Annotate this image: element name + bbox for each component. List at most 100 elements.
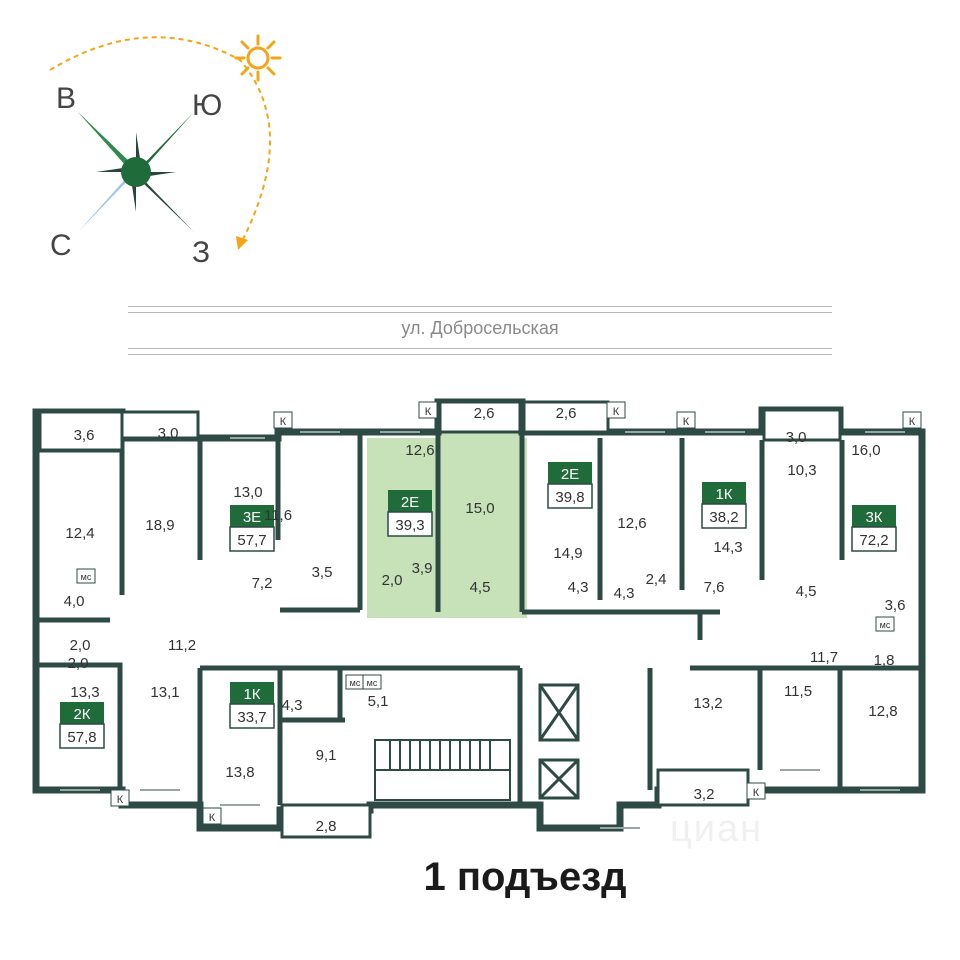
room-area: 3,5 [312,564,333,581]
room-area: 3,2 [694,786,715,803]
street-line [128,306,832,307]
room-area: 12,6 [617,515,646,532]
room-area: 4,0 [64,593,85,610]
room-area: 3,6 [74,427,95,444]
room-area: 12,8 [868,703,897,720]
room-area: 13,3 [70,684,99,701]
room-area: 10,3 [787,462,816,479]
apartment-area: 57,8 [67,729,96,746]
room-area: 2,6 [556,405,577,422]
entrance-title: 1 подъезд [423,855,627,899]
room-area: 13,1 [150,684,179,701]
apartment-area: 72,2 [859,532,888,549]
svg-text:К: К [209,812,216,824]
apartment-badge: 2Е 39,8 [547,462,593,509]
apartment-code: 2Е [401,494,419,511]
apartment-code: 1К [243,686,260,703]
apartment-area: 57,7 [237,532,266,549]
room-area: 5,1 [368,693,389,710]
watermark: циан [670,808,764,850]
room-area: 9,1 [316,747,337,764]
svg-text:мс: мс [350,678,361,688]
balcony-marker: К [746,782,766,800]
balcony-marker: К [606,401,626,419]
room-area: 4,3 [282,697,303,714]
balcony-marker: К [202,807,222,825]
apartment-badge: 3Е 57,7 [229,505,275,552]
room-area: 14,3 [713,539,742,556]
apartment-badge: 1К 38,2 [701,482,747,529]
svg-text:К: К [280,416,287,428]
room-area: 15,0 [465,500,494,517]
room-area: 11,6 [264,507,292,524]
room-area: 2,0 [70,637,91,654]
room-area: 11,7 [810,649,838,666]
room-area: 11,2 [168,637,196,654]
apartment-badge: 2Е 39,3 [387,490,433,537]
balconies [38,400,842,839]
apartment-badge: 1К 33,7 [229,682,275,729]
svg-text:К: К [613,406,620,418]
room-area: 3,0 [786,429,807,446]
bathroom-marker: мс [362,674,382,690]
room-area: 7,2 [252,575,273,592]
bathroom-marker: мс [76,568,96,584]
sun-icon [234,34,282,82]
balcony-marker: К [676,411,696,429]
apartment-code: 3Е [243,509,261,526]
room-area: 18,9 [145,517,174,534]
room-area: 7,6 [704,579,725,596]
sun-path-arc [49,36,271,246]
room-area: 3,0 [158,425,179,442]
svg-text:мс: мс [81,572,92,582]
sun-path-arrowhead [236,236,248,250]
room-area: 4,5 [796,583,817,600]
staircase [374,739,511,801]
room-area: 4,3 [568,579,589,596]
room-area: 3,9 [412,560,433,577]
interior-walls [36,432,922,805]
room-area: 12,4 [65,525,94,542]
compass-label-north: С [50,229,72,262]
svg-text:К: К [753,787,760,799]
apartment-area: 38,2 [709,509,738,526]
room-area: 4,5 [470,579,491,596]
apartment-area: 39,8 [555,489,584,506]
compass-label-east: В [56,82,76,115]
room-area: 2,8 [316,818,337,835]
room-area: 14,9 [553,545,582,562]
svg-text:К: К [425,406,432,418]
compass-label-south: Ю [192,89,222,122]
apartment-area: 33,7 [237,709,266,726]
svg-text:К: К [909,416,916,428]
compass-rose: В Ю С З [49,34,282,269]
room-area: 2,0 [68,655,89,672]
svg-text:К: К [117,794,124,806]
compass-label-west: З [192,236,210,269]
room-area: 2,4 [646,571,667,588]
svg-text:К: К [683,416,690,428]
compass-star [78,112,194,232]
room-area: 1,8 [874,652,895,669]
elevator-shafts [538,683,580,800]
bathroom-marker: мс [875,616,895,632]
apartment-area: 39,3 [395,517,424,534]
balcony-marker: К [902,411,922,429]
room-area: 12,6 [405,442,434,459]
balcony-marker: К [110,789,130,807]
street-line [128,348,832,349]
apartment-code: 2К [73,706,90,723]
svg-text:мс: мс [880,620,891,630]
balcony-marker: К [418,401,438,419]
room-area: 16,0 [851,442,880,459]
apartment-code: 1К [715,486,732,503]
apartment-code: 2Е [561,466,579,483]
room-area: 11,5 [784,683,812,700]
room-area: 4,3 [614,585,635,602]
room-area: 13,2 [693,695,722,712]
street-name: ул. Добросельская [401,318,559,338]
